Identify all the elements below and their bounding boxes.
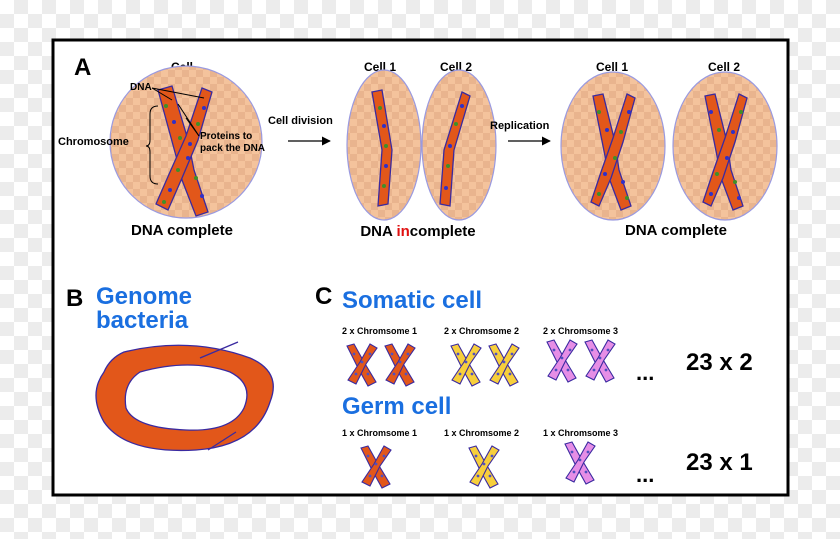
somatic-ellipsis: ... — [636, 360, 654, 385]
somatic-chromosome-3b — [584, 339, 616, 383]
germ-chromosome-3 — [564, 441, 596, 485]
cell1-title-right: Cell 1 — [596, 60, 628, 74]
label-proteins-line2: pack the DNA — [200, 143, 265, 154]
caption-right: DNA complete — [625, 222, 727, 239]
label-proteins-line1: Proteins to — [200, 131, 252, 142]
panel-b-letter: B — [66, 285, 83, 312]
chromatid-cell2 — [439, 91, 471, 207]
label-chromosome: Chromosome — [58, 136, 129, 148]
chromosome-bracket — [145, 105, 159, 185]
cell2-title-right: Cell 2 — [708, 60, 740, 74]
dna-pointer — [151, 87, 173, 101]
arrow-replication-label: Replication — [490, 120, 550, 132]
panel-a: A Cell DNA Chromosome Proteins to pack t… — [58, 54, 778, 240]
panel-c-letter: C — [315, 283, 332, 310]
chromosome-x-right2 — [702, 93, 748, 211]
somatic-label-2: 2 x Chromsome 2 — [444, 326, 519, 336]
chromatid-cell1 — [371, 89, 393, 207]
label-dna: DNA — [130, 82, 152, 93]
somatic-cell-title: Somatic cell — [342, 287, 482, 314]
chromosome-x-left — [155, 85, 213, 217]
somatic-chromosome-1a — [346, 343, 378, 387]
germ-label-1: 1 x Chromsome 1 — [342, 428, 417, 438]
germ-chromosome-2 — [468, 445, 500, 489]
protein-dots — [162, 104, 206, 204]
germ-label-2: 1 x Chromsome 2 — [444, 428, 519, 438]
caption-middle-pre: DNA — [360, 223, 396, 240]
caption-left: DNA complete — [131, 222, 233, 239]
somatic-label-3: 2 x Chromsome 3 — [543, 326, 618, 336]
arrow-cell-division-label: Cell division — [268, 115, 333, 127]
cell2-incomplete — [421, 69, 497, 221]
somatic-count: 23 x 2 — [686, 349, 753, 376]
germ-chromosome-1 — [360, 445, 392, 489]
caption-middle-highlight: in — [396, 223, 409, 240]
germ-cell-title: Germ cell — [342, 393, 451, 420]
somatic-chromosomes — [346, 339, 616, 387]
panel-c: C Somatic cell 2 x Chromsome 1 2 x Chrom… — [315, 283, 753, 489]
bacterial-genome-ring — [95, 341, 274, 452]
caption-middle-post: complete — [410, 223, 476, 240]
panel-b: B Genome bacteria — [66, 283, 274, 452]
somatic-chromosome-1b — [384, 343, 416, 387]
somatic-chromosome-3a — [546, 339, 578, 383]
germ-ellipsis: ... — [636, 462, 654, 487]
germ-count: 23 x 1 — [686, 449, 753, 476]
somatic-chromosome-2a — [450, 343, 482, 387]
panel-b-title-line1: Genome — [96, 283, 192, 310]
germ-label-3: 1 x Chromsome 3 — [543, 428, 618, 438]
dna-pointer-2 — [151, 87, 205, 99]
germ-chromosomes — [360, 441, 596, 489]
chromosome-x-right1 — [590, 93, 636, 211]
panel-a-letter: A — [74, 54, 91, 81]
somatic-label-1: 2 x Chromsome 1 — [342, 326, 417, 336]
caption-middle: DNA incomplete — [360, 223, 475, 240]
panel-b-title-line2: bacteria — [96, 307, 189, 334]
protein-pointer-2 — [177, 103, 200, 137]
somatic-chromosome-2b — [488, 343, 520, 387]
